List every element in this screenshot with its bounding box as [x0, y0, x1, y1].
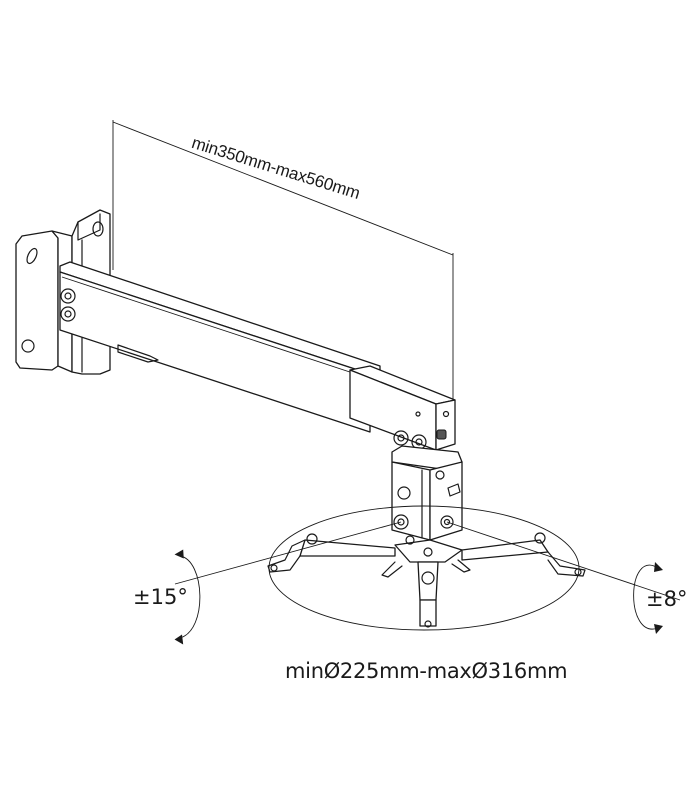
tilt-left-label: ±15°	[133, 585, 188, 609]
arm-dimension-line	[112, 120, 454, 400]
tilt-right-label: ±8°	[646, 587, 688, 611]
rotation-arrow-left-icon	[174, 549, 201, 645]
outer-arm-tube	[59, 261, 381, 433]
tilt-axis-lines	[174, 521, 681, 601]
plate-diameter-label: minØ225mm-maxØ316mm	[285, 659, 568, 683]
tilt-head	[391, 445, 463, 541]
spider-plate	[267, 532, 586, 628]
inner-arm-tube	[349, 365, 456, 451]
